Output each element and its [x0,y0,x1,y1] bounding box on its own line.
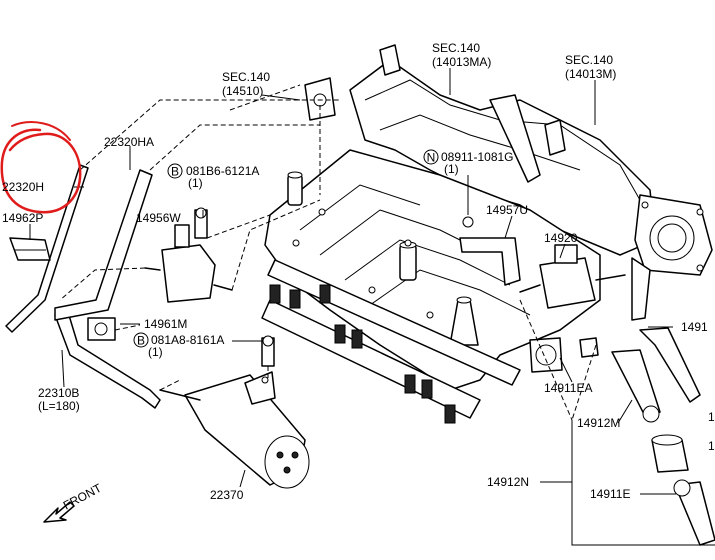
evap-canister-assembly [5,164,310,489]
label-sec140-a: SEC.140 [432,41,480,55]
label-14962p: 14962P [2,211,43,225]
label-nut: 08911-1081G [441,150,514,164]
label-14961m: 14961M [144,317,187,331]
label-22310b: 22310B [38,386,79,400]
label-14956w: 14956W [136,211,181,225]
routing-dashes [59,84,340,391]
svg-text:B: B [137,334,145,348]
svg-text:FRONT: FRONT [61,481,105,513]
front-arrow: FRONT [43,481,105,523]
injector-group [269,284,456,424]
svg-text:N: N [427,151,436,165]
symbol-n: N [423,149,439,165]
svg-text:B: B [171,165,179,179]
label-bolt-top: 081B6-6121A [186,164,259,178]
highlight-circle [0,121,82,214]
label-bolt-top-qty: (1) [188,176,203,190]
label-sec140-a-ref: (14013MA) [432,55,491,69]
intake-manifold [261,44,713,424]
label-bolt-low-qty: (1) [148,345,163,359]
label-sec140-b-ref: (14013M) [565,67,616,81]
label-22370: 22370 [210,488,244,502]
label-14920: 14920 [544,231,578,245]
label-1491-cut: 1491 [681,320,708,334]
vacuum-hose-assembly [519,244,715,546]
label-1-cut-b: 1 [708,439,715,453]
label-sec140-c-ref: (14510) [222,84,263,98]
symbol-b-low: B [133,332,149,348]
label-14911e: 14911E [590,487,630,501]
label-nut-qty: (1) [444,162,459,176]
label-sec140-c: SEC.140 [222,70,270,84]
label-14912m: 14912M [577,416,620,430]
label-sec140-b: SEC.140 [565,53,613,67]
symbol-b-top: B [167,163,183,179]
label-14957u: 14957U [486,203,528,217]
label-1-cut-a: 1 [708,410,715,424]
label-14911ea: 14911EA [544,381,593,395]
label-22320h: 22320H [2,180,44,194]
label-22310b-len: (L=180) [38,399,80,413]
label-bolt-low: 081A8-8161A [151,333,224,347]
leader-lines [29,68,676,495]
label-14912n: 14912N [487,475,529,489]
label-22320ha: 22320HA [104,135,154,149]
